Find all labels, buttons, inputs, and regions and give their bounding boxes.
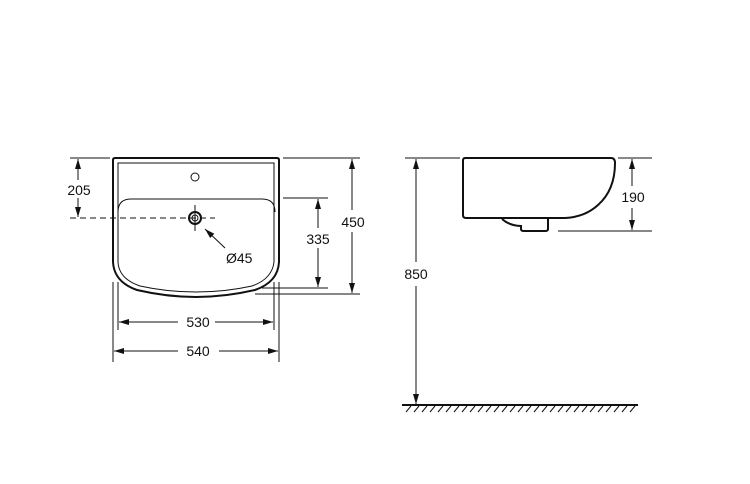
dim-335: 335 [306,231,330,247]
basin-outline [112,157,280,299]
tap-hole [190,172,200,182]
basin-rim [117,162,275,293]
basin-side-outline [462,157,617,219]
basin-bowl [117,198,276,213]
front-view: 205 335 450 530 540 Ø45 [67,157,365,362]
side-view: 190 850 [402,157,652,413]
dim-drain-diameter: Ø45 [226,250,253,266]
dim-850: 850 [404,266,428,282]
trap [501,218,549,232]
dim-530: 530 [186,314,210,330]
dim-205: 205 [67,182,91,198]
dim-540: 540 [186,343,210,359]
dim-190: 190 [621,189,645,205]
floor-hatch [405,405,636,413]
dim-450: 450 [341,214,365,230]
